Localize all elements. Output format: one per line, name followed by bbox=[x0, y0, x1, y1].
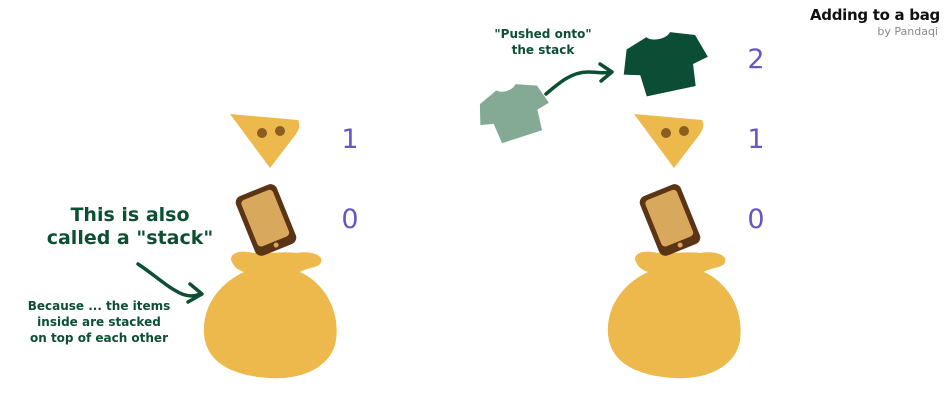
callout-line: called a "stack" bbox=[46, 227, 214, 249]
callout-line: This is also bbox=[70, 204, 190, 226]
push-caption-line: the stack bbox=[511, 43, 575, 57]
stack-index-label: 0 bbox=[341, 204, 359, 235]
phone-icon bbox=[235, 184, 297, 256]
cheese-icon bbox=[634, 114, 704, 168]
stack-index-label: 0 bbox=[747, 204, 765, 235]
stack-callout: This is also called a "stack" bbox=[40, 204, 220, 250]
explanation-line: Because ... the items bbox=[27, 299, 171, 313]
stack-explanation: Because ... the items inside are stacked… bbox=[14, 298, 184, 346]
bag-icon bbox=[607, 251, 741, 379]
shirt-icon bbox=[623, 32, 708, 97]
stack-index-label: 2 bbox=[747, 44, 765, 75]
arrow-icon bbox=[544, 70, 612, 96]
shirt-icon bbox=[479, 84, 549, 144]
stack-index-label: 1 bbox=[341, 124, 359, 155]
phone-icon bbox=[639, 184, 701, 256]
arrow-icon bbox=[136, 262, 202, 298]
page-title: Adding to a bag bbox=[809, 6, 940, 24]
bag-icon bbox=[203, 251, 337, 379]
explanation-line: inside are stacked bbox=[37, 315, 161, 329]
arrow-head bbox=[186, 282, 204, 304]
explanation-line: on top of each other bbox=[29, 331, 168, 345]
push-caption-line: "Pushed onto" bbox=[494, 27, 592, 41]
cheese-icon bbox=[230, 114, 300, 168]
push-caption: "Pushed onto" the stack bbox=[488, 26, 598, 58]
arrow-head bbox=[598, 62, 614, 83]
author-byline: by Pandaqi bbox=[877, 25, 938, 38]
stack-index-label: 1 bbox=[747, 124, 765, 155]
